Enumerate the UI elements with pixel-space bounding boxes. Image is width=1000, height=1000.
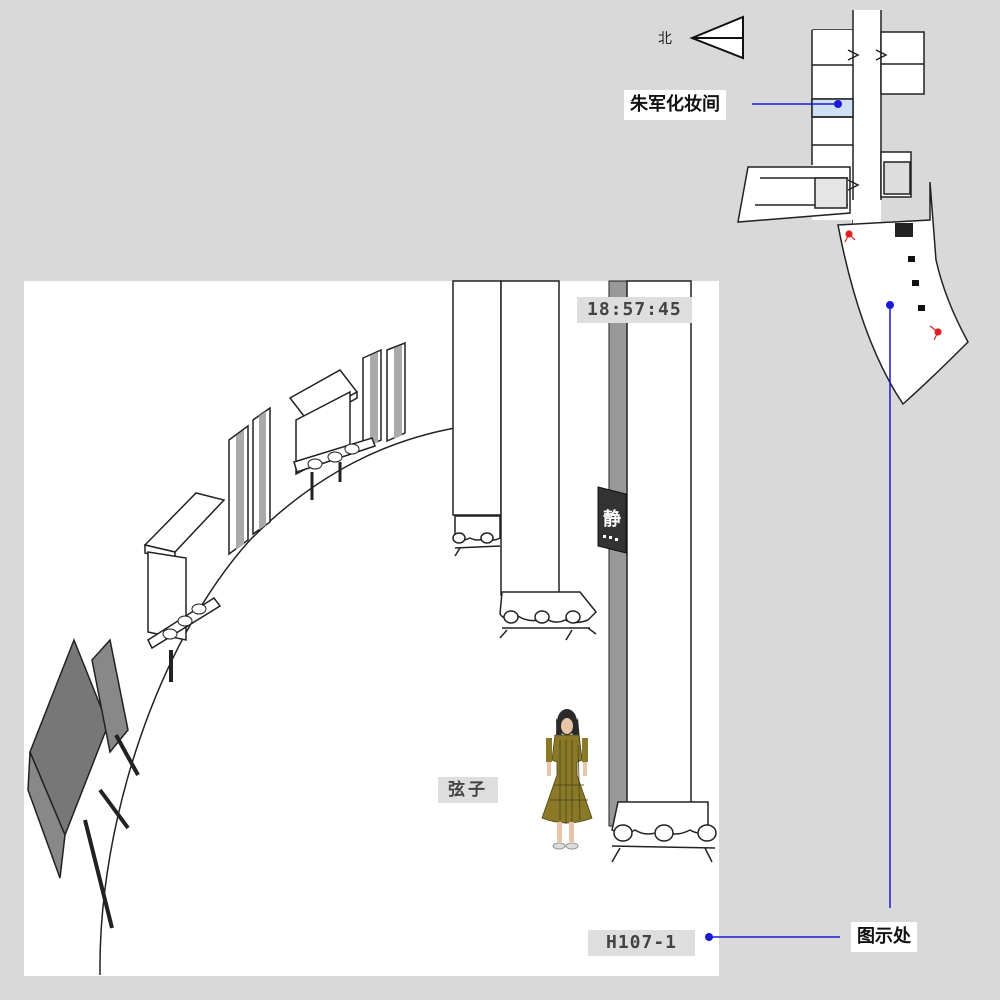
sink-station-far bbox=[288, 369, 376, 500]
character-name-tag[interactable]: 弦子 bbox=[438, 777, 498, 803]
standing-boards bbox=[27, 637, 140, 929]
wall-panel-far-right bbox=[362, 341, 406, 450]
camera-id-badge: H107-1 bbox=[588, 930, 696, 956]
room-leader-line bbox=[752, 100, 842, 108]
seats-far bbox=[452, 515, 501, 557]
sign-text: 静 bbox=[603, 508, 621, 530]
character-xianzi[interactable] bbox=[541, 709, 593, 850]
makeup-room-highlight bbox=[811, 98, 854, 118]
floor-curve bbox=[99, 427, 456, 976]
quiet-sign: 静 bbox=[597, 486, 627, 554]
seats-mid bbox=[499, 591, 598, 641]
timestamp-badge: 18:57:45 bbox=[577, 297, 692, 323]
column-left bbox=[452, 280, 502, 516]
wall-panel-mid bbox=[228, 406, 271, 556]
compass-arrow-icon bbox=[689, 15, 744, 60]
column-center bbox=[500, 280, 560, 596]
makeup-room-label: 朱军化妆间 bbox=[624, 90, 726, 120]
column-right bbox=[608, 280, 692, 827]
camera-view: 静 bbox=[24, 280, 719, 976]
north-label: 北 bbox=[658, 31, 672, 47]
minimap-door-markers bbox=[844, 230, 942, 341]
sink-station-near bbox=[143, 492, 226, 682]
seats-near bbox=[611, 801, 717, 863]
location-label: 图示处 bbox=[851, 922, 917, 952]
minimap bbox=[737, 10, 969, 406]
location-leader-line bbox=[705, 301, 894, 941]
